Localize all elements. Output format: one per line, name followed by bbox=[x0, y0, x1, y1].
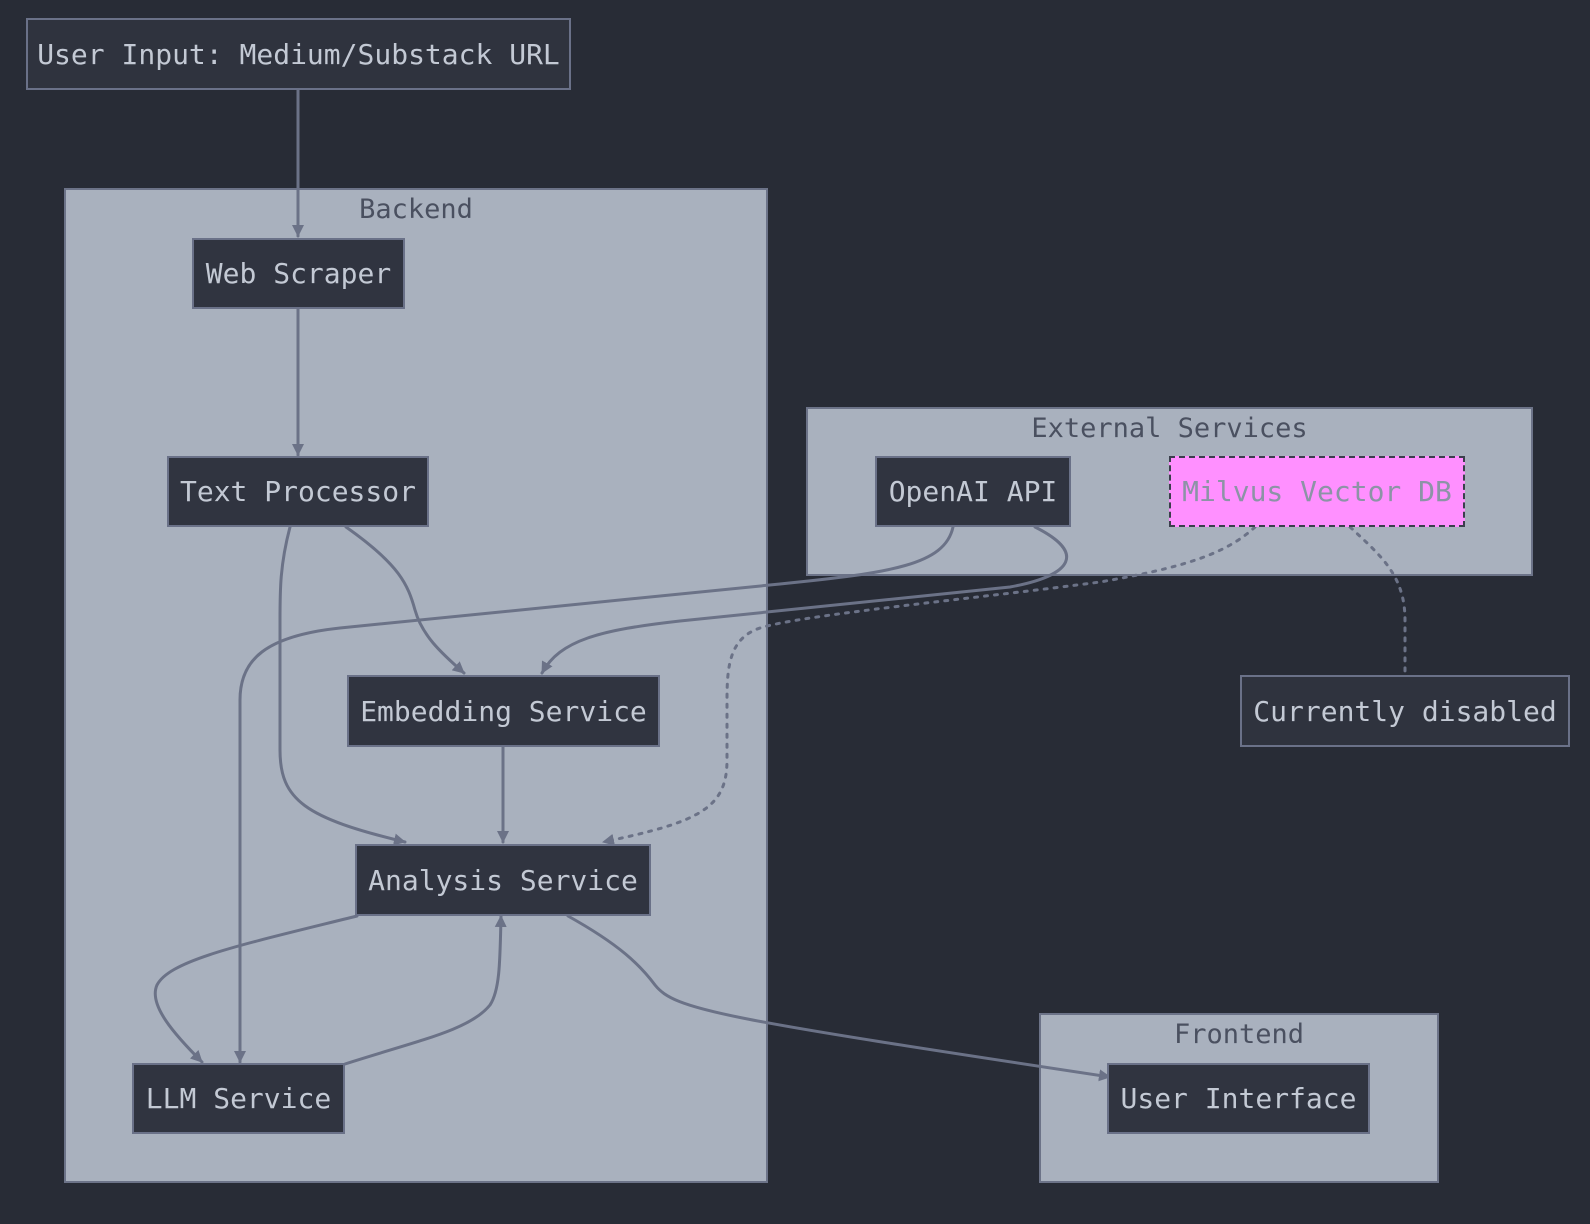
edge-openai-api-to-llm-service bbox=[234, 525, 955, 1064]
user-interface-node[interactable]: User Interface bbox=[1107, 1063, 1370, 1134]
text-processor-node[interactable]: Text Processor bbox=[167, 456, 429, 527]
embedding-service-node[interactable]: Embedding Service bbox=[347, 675, 660, 747]
edge-text-processor-to-embedding-service bbox=[344, 525, 466, 675]
web-scraper-node[interactable]: Web Scraper bbox=[192, 238, 405, 309]
external-services-cluster-title: External Services bbox=[1031, 413, 1308, 444]
edge-milvus-to-analysis-service bbox=[601, 525, 1257, 846]
openai-api-node[interactable]: OpenAI API bbox=[875, 456, 1071, 527]
edge-analysis-service-to-llm-service bbox=[153, 914, 359, 1064]
edge-llm-service-to-analysis-service bbox=[343, 914, 507, 1066]
llm-service-node[interactable]: LLM Service bbox=[132, 1063, 345, 1134]
edge-openai-api-to-embedding-service bbox=[540, 525, 1068, 675]
frontend-cluster-title: Frontend bbox=[1173, 1019, 1305, 1050]
user-input-node[interactable]: User Input: Medium/Substack URL bbox=[26, 18, 571, 90]
milvus-vector-db-node[interactable]: Milvus Vector DB bbox=[1169, 456, 1465, 527]
edge-text-processor-to-analysis-service bbox=[278, 525, 407, 846]
edge-milvus-to-currently-disabled bbox=[1348, 525, 1407, 675]
backend-cluster-title: Backend bbox=[359, 194, 473, 225]
analysis-service-node[interactable]: Analysis Service bbox=[355, 844, 651, 916]
edge-analysis-service-to-user-interface bbox=[566, 914, 1112, 1082]
currently-disabled-note: Currently disabled bbox=[1240, 675, 1570, 747]
